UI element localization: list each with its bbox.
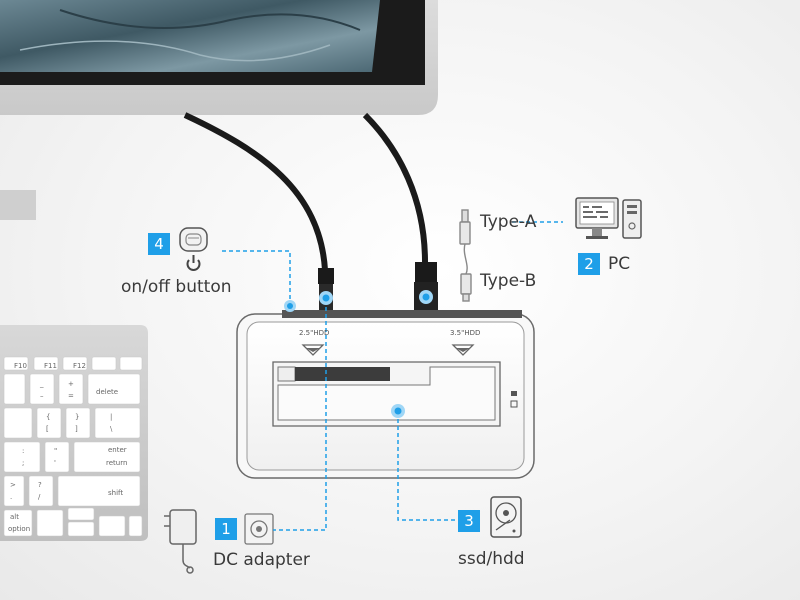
key-brace-open: {	[46, 413, 50, 421]
slot-label-2-5-hdd: 2.5"HDD	[299, 329, 330, 337]
key-backslash: \	[110, 425, 113, 433]
callout-1-badge: 1	[215, 518, 237, 540]
callout-3-badge: 3	[458, 510, 480, 532]
callout-2-badge: 2	[578, 253, 600, 275]
dc-socket-icon	[244, 513, 274, 545]
key-f11: F11	[44, 362, 57, 370]
callout-4-badge: 4	[148, 233, 170, 255]
monitor-stand	[0, 190, 36, 220]
key-option: option	[8, 525, 30, 533]
key-minus: _	[39, 380, 44, 388]
key-f12: F12	[73, 362, 86, 370]
key-period: .	[10, 493, 12, 501]
callout-4-label: on/off button	[121, 277, 232, 297]
key-f10: F10	[14, 362, 27, 370]
eject-triangle-small	[301, 344, 325, 356]
key-shift: shift	[108, 489, 123, 497]
cable-dc	[183, 112, 328, 271]
keyboard: F10 F11 F12 _ – + = delete { [ } ] | \ :…	[0, 325, 148, 541]
pc-icon	[575, 197, 642, 239]
cable-usb	[362, 112, 428, 263]
key-minus-bottom: –	[40, 392, 44, 400]
callout-1-label: DC adapter	[213, 550, 310, 570]
indicator-dots	[284, 290, 433, 418]
key-colon: :	[22, 447, 24, 455]
key-semicolon: ;	[22, 459, 24, 467]
monitor	[0, 0, 438, 220]
eject-triangle-large	[451, 344, 475, 356]
key-plus: +	[68, 380, 74, 388]
hdd-icon	[490, 496, 522, 538]
monitor-screen	[0, 0, 380, 72]
key-quote: "	[54, 447, 57, 455]
key-pipe: |	[110, 413, 112, 421]
key-enter: enter	[108, 446, 127, 454]
key-equals: =	[68, 392, 74, 400]
docking-station	[236, 310, 535, 479]
key-bracket-open: [	[46, 425, 49, 433]
dc-adapter-icon	[164, 509, 197, 574]
usb-cable-icon	[459, 209, 472, 302]
key-return: return	[106, 459, 127, 467]
key-slash: /	[38, 493, 41, 501]
dock-rear-ports	[282, 310, 522, 318]
callout-3-label: ssd/hdd	[458, 549, 525, 569]
key-question: ?	[38, 481, 42, 489]
key-alt: alt	[10, 513, 19, 521]
key-gt: >	[10, 481, 16, 489]
type-b-label: Type-B	[480, 271, 537, 291]
slot-label-3-5-hdd: 3.5"HDD	[450, 329, 481, 337]
type-a-label: Type-A	[480, 212, 537, 232]
key-apostrophe: '	[54, 459, 56, 467]
power-button-icon	[179, 227, 208, 252]
callout-lines	[222, 221, 563, 531]
callout-2-label: PC	[608, 254, 631, 274]
power-symbol-icon	[186, 255, 201, 271]
slot-2-5-connector	[295, 367, 390, 381]
key-bracket-close: ]	[75, 425, 78, 433]
key-brace-close: }	[75, 413, 79, 421]
key-delete: delete	[96, 388, 118, 396]
